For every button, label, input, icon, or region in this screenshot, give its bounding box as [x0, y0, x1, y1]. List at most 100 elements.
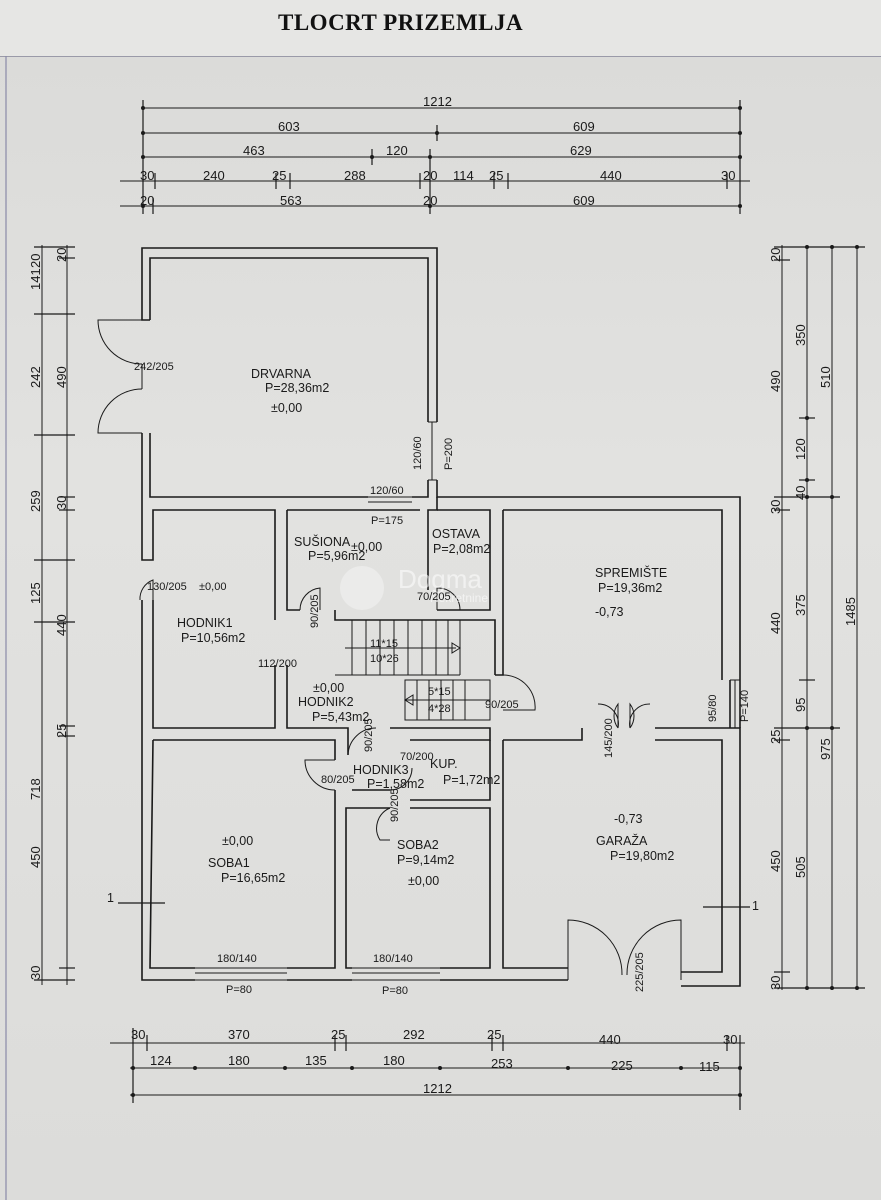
- hodnik2-name: HODNIK2: [298, 695, 354, 709]
- soba1-level: ±0,00: [222, 834, 253, 848]
- garaza-name: GARAŽA: [596, 833, 648, 848]
- dim-top-row5-3: 20: [423, 193, 437, 208]
- door-ostava-label: 70/205: [417, 591, 451, 603]
- watermark-brand: Dogma: [398, 564, 482, 594]
- dim-bot-row1-2: 370: [228, 1027, 250, 1042]
- room-labels: DRVARNA P=28,36m2 ±0,00 SUŠIONA ±0,00 P=…: [177, 367, 674, 888]
- dim-right-c4-1485: 1485: [843, 597, 858, 626]
- section-mark-right: 1: [752, 899, 759, 913]
- dim-left-inner-30b: 30: [54, 496, 69, 510]
- walls: [97, 247, 750, 987]
- dim-bot-row1-7: 30: [723, 1032, 737, 1047]
- dim-right-c2-350: 350: [793, 324, 808, 346]
- soba1-name: SOBA1: [208, 856, 250, 870]
- spremiste-area: P=19,36m2: [598, 581, 662, 595]
- dim-top-row2-1: 603: [278, 119, 300, 134]
- dim-top-row3-3: 629: [570, 143, 592, 158]
- ostava-area: P=2,08m2: [433, 542, 490, 556]
- dim-right-c1-450: 450: [768, 850, 783, 872]
- window-susiona-label: 120/60: [370, 485, 404, 497]
- door-drvarna-label: 242/205: [134, 361, 174, 373]
- dim-bot-row2-1: 124: [150, 1053, 172, 1068]
- window-soba1-label: 180/140: [217, 953, 257, 965]
- dim-bot-row2-6: 225: [611, 1058, 633, 1073]
- door-kup-label: 70/200: [400, 751, 434, 763]
- dim-top-row4-9: 30: [721, 168, 735, 183]
- dim-top-row4-1: 30: [140, 168, 154, 183]
- window-soba2-p: P=80: [382, 985, 408, 997]
- top-dimension-lines: [120, 100, 750, 214]
- dim-left-inner-450: 450: [28, 846, 43, 868]
- hodnik1-area: P=10,56m2: [181, 631, 245, 645]
- susiona-name: SUŠIONA: [294, 534, 351, 549]
- hodnik2-area: P=5,43m2: [312, 710, 369, 724]
- dim-bot-row2-5: 253: [491, 1056, 513, 1071]
- hodnik1-name: HODNIK1: [177, 616, 233, 630]
- spremiste-level: -0,73: [595, 605, 624, 619]
- stairs: [335, 620, 491, 721]
- right-dimension-lines: [774, 245, 865, 990]
- dim-top-row4-4: 288: [344, 168, 366, 183]
- dim-top-row2-2: 609: [573, 119, 595, 134]
- soba2-name: SOBA2: [397, 838, 439, 852]
- susiona-area: P=5,96m2: [308, 549, 365, 563]
- door-hodnik1-label: 130/205: [147, 581, 187, 593]
- dim-top-total: 1212: [423, 94, 452, 109]
- dim-right-c2-120: 120: [793, 438, 808, 460]
- drvarna-area: P=28,36m2: [265, 381, 329, 395]
- dim-top-row4-8: 440: [600, 168, 622, 183]
- dim-left-inner-141: 141: [28, 268, 43, 290]
- window-soba2-label: 180/140: [373, 953, 413, 965]
- dim-left-inner-20: 20: [28, 254, 43, 268]
- dim-left-outer-20: 20: [54, 248, 69, 262]
- dim-right-c1-20: 20: [768, 248, 783, 262]
- door-soba2-label: 90/205: [389, 788, 401, 822]
- watermark-logo-icon: [340, 566, 384, 610]
- kup-name: KUP.: [430, 757, 458, 771]
- door-hodnik1-level: ±0,00: [199, 581, 226, 593]
- door-hodnik2-label: 112/200: [258, 658, 297, 670]
- window-drvarna-side-label: 120/60: [412, 436, 424, 470]
- dim-bot-row1-1: 30: [131, 1027, 145, 1042]
- garaza-area: P=19,80m2: [610, 849, 674, 863]
- dim-bot-row1-3: 25: [331, 1027, 345, 1042]
- window-spremiste-p: P=140: [739, 690, 751, 722]
- drvarna-name: DRVARNA: [251, 367, 312, 381]
- title-band: TLOCRT PRIZEMLJA: [0, 0, 881, 57]
- dim-left-inner-125: 125: [28, 582, 43, 604]
- right-dimension-labels: 20 490 30 440 25 450 30 350 120 40 375 9…: [768, 248, 858, 990]
- dim-right-c2-95: 95: [793, 698, 808, 712]
- dim-right-c2-505: 505: [793, 856, 808, 878]
- watermark: Dogma Nekretnine: [340, 564, 488, 610]
- dim-top-row4-3: 25: [272, 168, 286, 183]
- door-susiona-label: 90/205: [309, 594, 321, 628]
- dim-bot-row1-4: 292: [403, 1027, 425, 1042]
- dim-left-outer-259: 259: [28, 490, 43, 512]
- page-title: TLOCRT PRIZEMLJA: [278, 10, 524, 35]
- dim-bot-row2-7: 115: [699, 1059, 720, 1074]
- dim-right-c1-440: 440: [768, 612, 783, 634]
- left-dimension-lines: [34, 245, 75, 985]
- door-garaza-inner-label: 145/200: [603, 718, 615, 758]
- dim-top-row5-4: 609: [573, 193, 595, 208]
- dim-bot-row1-5: 25: [487, 1027, 501, 1042]
- dim-right-c3-510: 510: [818, 366, 833, 388]
- garaza-level: -0,73: [614, 812, 643, 826]
- top-dimension-labels: 1212 603 609 463 120 629 30 240 25 288 2…: [140, 94, 735, 208]
- dim-bot-row2-4: 180: [383, 1053, 405, 1068]
- section-mark-left: 1: [107, 891, 114, 905]
- dim-right-c1-25: 25: [768, 730, 783, 744]
- dim-left-inner-30: 30: [28, 966, 43, 980]
- dim-left-outer-718: 718: [28, 778, 43, 800]
- spremiste-name: SPREMIŠTE: [595, 565, 667, 580]
- opening-labels: 242/205 120/60 P=200 120/60 P=175 130/20…: [134, 361, 751, 997]
- hodnik3-name: HODNIK3: [353, 763, 409, 777]
- watermark-sub: Nekretnine: [430, 591, 488, 605]
- dim-right-c2-40: 40: [793, 486, 808, 500]
- window-spremiste-label: 95/80: [707, 694, 719, 722]
- dim-top-row4-5: 20: [423, 168, 437, 183]
- dim-top-row5-2: 563: [280, 193, 302, 208]
- stair-lower-treads: 4*28: [428, 703, 451, 715]
